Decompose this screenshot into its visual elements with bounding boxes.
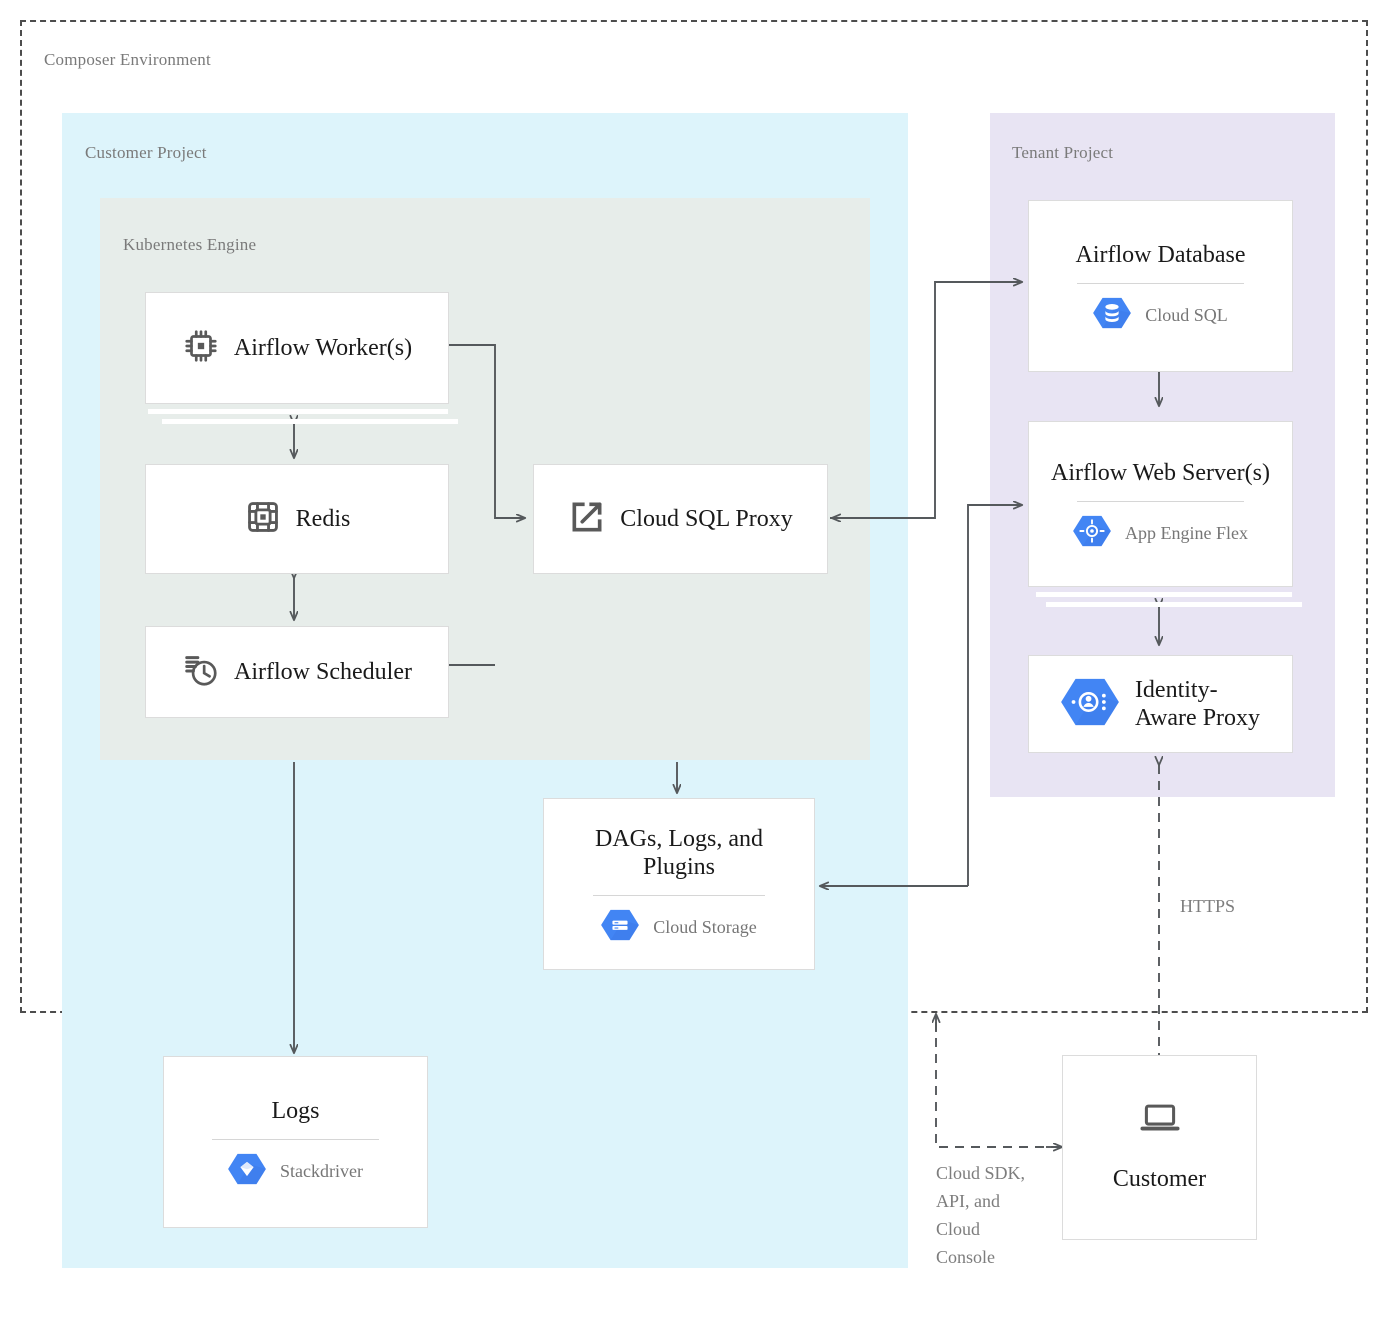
stackdriver-icon [228,1152,266,1191]
divider-bar-tenant-top [1036,592,1292,597]
divider-bar-tenant-bottom [1046,602,1302,607]
node-dags-logs-plugins-service: Cloud Storage [653,917,757,938]
external-link-icon [568,498,606,541]
memory-chip-icon [244,498,282,541]
node-airflow-web-server-title: Airflow Web Server(s) [1051,459,1270,486]
edge-cloudsdk-customer-composer [935,1018,1060,1148]
node-divider [593,895,765,897]
divider-bar-top [148,409,448,414]
edge-label-https: HTTPS [1180,896,1236,916]
node-divider [1077,283,1244,285]
customer-project-label: Customer Project [85,143,207,162]
cloud-storage-icon [601,908,640,947]
node-logs[interactable]: Logs Stackdriver [163,1056,428,1228]
node-logs-title: Logs [271,1097,320,1124]
node-airflow-database-service: Cloud SQL [1145,305,1228,326]
node-airflow-web-server[interactable]: Airflow Web Server(s) App Engine Flex [1028,421,1293,587]
kubernetes-engine-label: Kubernetes Engine [123,235,257,254]
schedule-clock-icon [182,651,220,694]
laptop-icon [1139,1102,1181,1139]
node-customer-title: Customer [1112,1165,1207,1192]
node-identity-aware-proxy[interactable]: Identity-Aware Proxy [1028,655,1293,753]
divider-bar-bottom [162,419,458,424]
node-airflow-database-title: Airflow Database [1075,241,1246,268]
cpu-chip-icon [182,327,220,370]
node-redis[interactable]: Redis [145,464,449,574]
node-customer[interactable]: Customer [1062,1055,1257,1240]
node-divider [1077,501,1244,503]
tenant-project-label: Tenant Project [1012,143,1114,162]
node-airflow-workers[interactable]: Airflow Worker(s) [145,292,449,404]
node-redis-title: Redis [295,505,351,532]
composer-environment-label: Composer Environment [44,50,211,69]
node-airflow-workers-title: Airflow Worker(s) [233,334,413,361]
node-airflow-database[interactable]: Airflow Database Cloud SQL [1028,200,1293,372]
cloud-sql-icon [1093,296,1132,335]
node-identity-aware-proxy-title: Identity-Aware Proxy [1134,676,1261,731]
node-logs-service: Stackdriver [280,1161,363,1182]
node-airflow-web-server-service: App Engine Flex [1125,523,1248,544]
node-cloud-sql-proxy[interactable]: Cloud SQL Proxy [533,464,828,574]
app-engine-flex-icon [1073,514,1111,553]
node-divider [212,1139,379,1141]
node-cloud-sql-proxy-title: Cloud SQL Proxy [620,505,793,532]
node-airflow-scheduler-title: Airflow Scheduler [234,658,412,685]
edge-label-cloud-sdk: Cloud SDK, API, and Cloud Console [936,1163,1026,1267]
node-airflow-scheduler[interactable]: Airflow Scheduler [145,626,449,718]
identity-aware-proxy-icon [1061,676,1119,733]
